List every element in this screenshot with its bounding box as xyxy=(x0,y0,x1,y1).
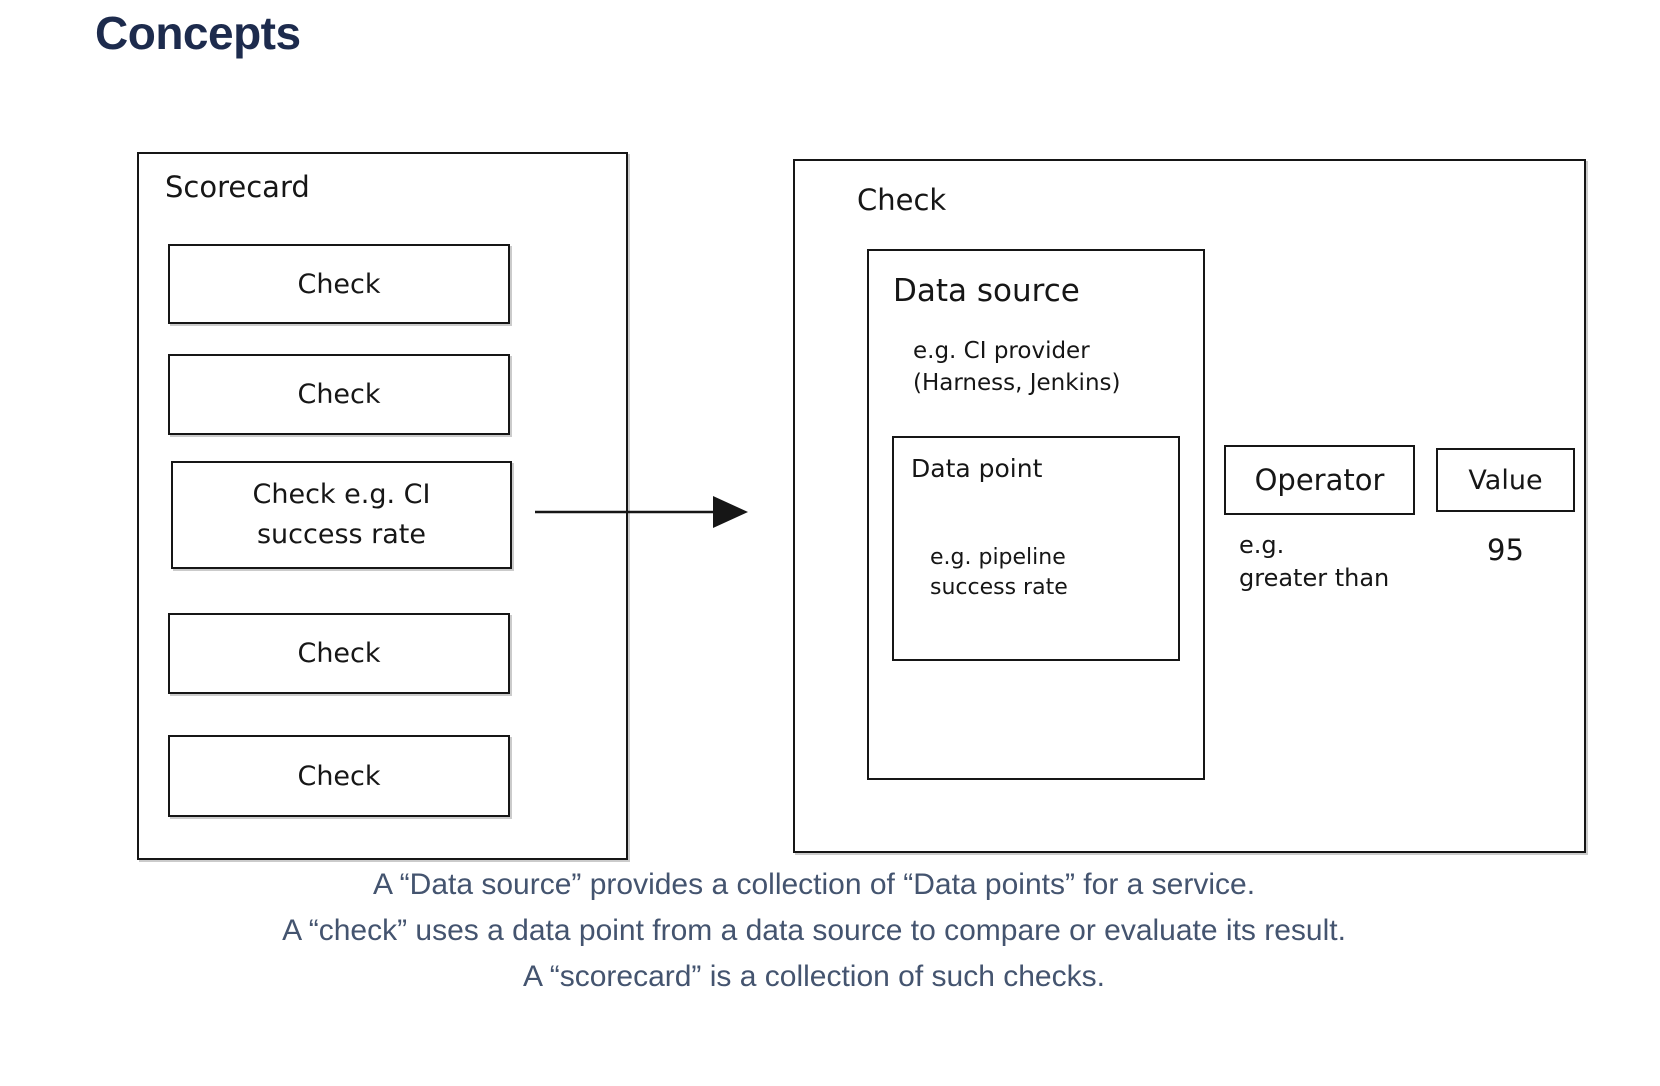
caption-line: A “scorecard” is a collection of such ch… xyxy=(523,960,1105,993)
value-label: Value xyxy=(1468,464,1543,496)
example-line: e.g. CI provider xyxy=(913,338,1090,364)
check-label: Check xyxy=(297,268,381,300)
check-label: Check xyxy=(297,760,381,792)
scorecard-check-box-3: Check e.g. CI success rate xyxy=(171,461,512,569)
value-example: 95 xyxy=(1487,533,1524,567)
scorecard-check-box-5: Check xyxy=(168,735,510,817)
data-point-label: Data point xyxy=(911,454,1043,483)
data-source-example: e.g. CI provider (Harness, Jenkins) xyxy=(913,335,1120,399)
example-line: e.g. pipeline xyxy=(930,545,1066,570)
example-line: (Harness, Jenkins) xyxy=(913,370,1121,396)
data-source-label: Data source xyxy=(893,273,1080,309)
example-line: e.g. xyxy=(1239,531,1285,559)
caption-block: A “Data source” provides a collection of… xyxy=(0,862,1628,1000)
scorecard-check-box-2: Check xyxy=(168,354,510,435)
check-detail-label: Check xyxy=(857,183,947,217)
check-label: Check e.g. CI success rate xyxy=(252,479,431,550)
check-label: Check xyxy=(297,379,381,410)
operator-box: Operator xyxy=(1224,445,1415,515)
scorecard-check-box-1: Check xyxy=(168,244,510,324)
example-line: greater than xyxy=(1239,564,1390,592)
data-source-box: Data source e.g. CI provider (Harness, J… xyxy=(867,249,1205,780)
caption-line: A “check” uses a data point from a data … xyxy=(282,914,1346,947)
caption-line: A “Data source” provides a collection of… xyxy=(372,868,1256,901)
scorecard-label: Scorecard xyxy=(165,170,310,204)
page-title: Concepts xyxy=(95,7,301,59)
scorecard-box: Scorecard Check Check Check e.g. CI succ… xyxy=(137,152,628,860)
check-label: Check xyxy=(297,638,381,669)
example-line: success rate xyxy=(930,575,1068,600)
arrow-right-icon xyxy=(535,496,748,528)
data-point-box: Data point e.g. pipeline success rate xyxy=(892,436,1180,661)
scorecard-check-box-4: Check xyxy=(168,613,510,694)
value-box: Value xyxy=(1436,448,1575,512)
data-point-example: e.g. pipeline success rate xyxy=(930,543,1068,603)
operator-label: Operator xyxy=(1254,463,1385,497)
operator-example: e.g. greater than xyxy=(1239,529,1389,595)
check-detail-box: Check Data source e.g. CI provider (Harn… xyxy=(793,159,1586,853)
